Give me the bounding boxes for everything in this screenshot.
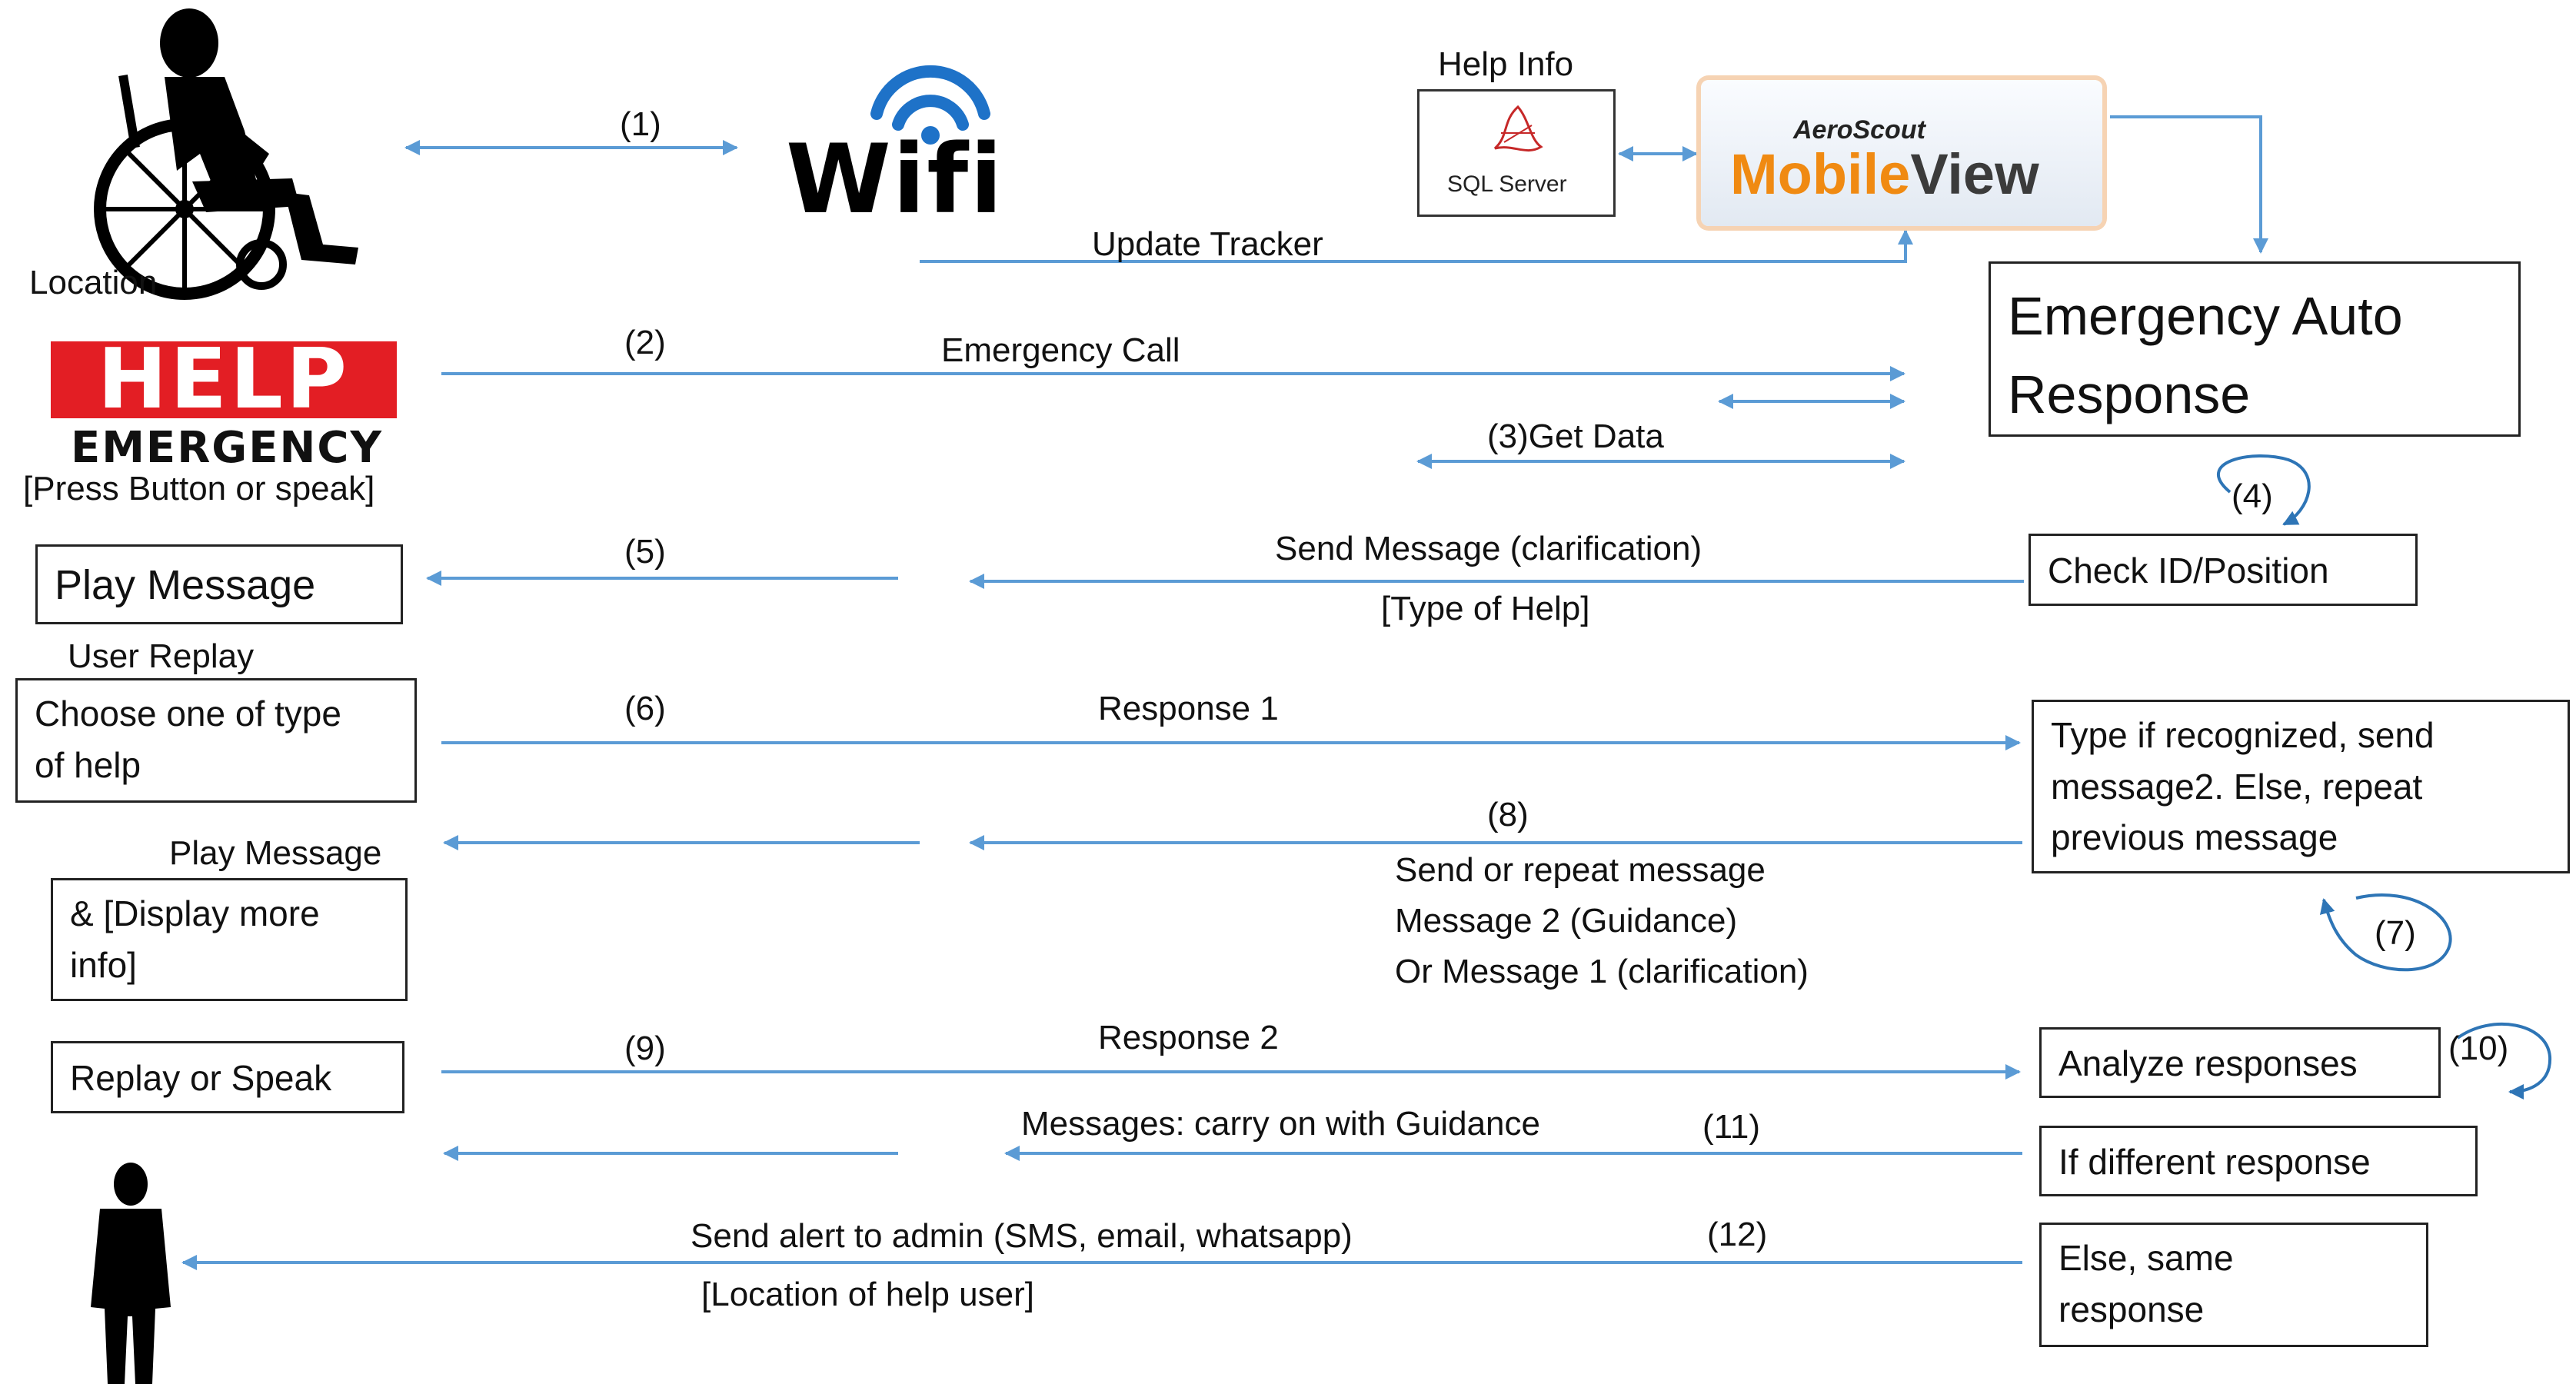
type-line1: Type if recognized, send bbox=[2051, 715, 2435, 755]
send-repeat-line2: Message 2 (Guidance) bbox=[1395, 902, 1738, 940]
analyze-responses-box: Analyze responses bbox=[2039, 1027, 2441, 1098]
press-button-label: [Press Button or speak] bbox=[23, 470, 375, 507]
type-line3: previous message bbox=[2051, 817, 2338, 858]
emergency-auto-response-box: Emergency Auto Response bbox=[1989, 261, 2521, 437]
send-message-label: Send Message (clarification) bbox=[1275, 530, 1702, 567]
step-12-label: (12) bbox=[1707, 1216, 1768, 1253]
mobileview-text: MobileView bbox=[1730, 141, 2039, 207]
display-line1: & [Display more bbox=[70, 893, 320, 933]
aeroscout-text: AeroScout bbox=[1793, 115, 1925, 145]
step-4-label: (4) bbox=[2232, 477, 2273, 515]
send-alert-label: Send alert to admin (SMS, email, whatsap… bbox=[691, 1217, 1353, 1255]
replay-or-speak-box: Replay or Speak bbox=[51, 1041, 404, 1113]
step-5-label: (5) bbox=[624, 533, 666, 571]
location-label: Location bbox=[29, 264, 158, 301]
response-2-label: Response 2 bbox=[1098, 1019, 1279, 1056]
get-data-label: (3)Get Data bbox=[1487, 418, 1664, 455]
step-10-label: (10) bbox=[2448, 1030, 2509, 1067]
response-1-label: Response 1 bbox=[1098, 690, 1279, 727]
emergency-call-label: Emergency Call bbox=[941, 331, 1180, 369]
check-id-text: Check ID/Position bbox=[2048, 551, 2329, 591]
view-text: View bbox=[1910, 142, 2039, 206]
admin-person-icon bbox=[91, 1163, 171, 1384]
else-line1: Else, same bbox=[2058, 1238, 2234, 1278]
play-message-text: Play Message bbox=[55, 562, 316, 608]
choose-line1: Choose one of type bbox=[35, 694, 341, 734]
emergency-auto-line1: Emergency Auto bbox=[2008, 286, 2403, 346]
else-line2: response bbox=[2058, 1289, 2205, 1329]
help-button-logo: HELP bbox=[51, 338, 397, 421]
replay-or-speak-text: Replay or Speak bbox=[70, 1058, 332, 1098]
emergency-auto-line2: Response bbox=[2008, 364, 2251, 424]
arrow-mobileview-emergency bbox=[2110, 115, 2268, 254]
display-line2: info] bbox=[70, 944, 137, 985]
different-response-box: If different response bbox=[2039, 1126, 2478, 1196]
aeroscout-mobileview-logo: AeroScout MobileView bbox=[1701, 80, 2102, 226]
sql-server-icon bbox=[1493, 105, 1543, 152]
sql-server-logo: SQL Server bbox=[1417, 89, 1616, 217]
step-9-label: (9) bbox=[624, 1030, 666, 1067]
step-7-label: (7) bbox=[2375, 914, 2416, 952]
type-of-help-label: [Type of Help] bbox=[1381, 590, 1590, 627]
help-info-label: Help Info bbox=[1438, 45, 1574, 83]
play-message-label: Play Message bbox=[169, 834, 382, 872]
send-repeat-line1: Send or repeat message bbox=[1395, 851, 1766, 889]
step-6-label: (6) bbox=[624, 690, 666, 727]
else-same-response-box: Else, same response bbox=[2039, 1223, 2428, 1347]
choose-line2: of help bbox=[35, 744, 141, 785]
location-help-user-label: [Location of help user] bbox=[701, 1276, 1034, 1313]
play-message-box: Play Message bbox=[35, 544, 403, 624]
check-id-position-box: Check ID/Position bbox=[2029, 534, 2418, 606]
update-tracker-label: Update Tracker bbox=[1092, 225, 1323, 263]
send-repeat-line3: Or Message 1 (clarification) bbox=[1395, 953, 1809, 990]
wifi-logo-text: Wifi bbox=[786, 125, 1004, 235]
loop-arrow-10 bbox=[2456, 1023, 2552, 1100]
type-line2: message2. Else, repeat bbox=[2051, 766, 2423, 807]
emergency-word: EMERGENCY bbox=[70, 423, 384, 473]
wheelchair-user-icon bbox=[94, 8, 358, 300]
display-more-info-box: & [Display more info] bbox=[51, 878, 408, 1001]
loop-arrow-4 bbox=[2216, 454, 2311, 526]
wifi-icon bbox=[870, 65, 990, 145]
different-response-text: If different response bbox=[2058, 1142, 2371, 1182]
arrow-update-tracker bbox=[920, 229, 1913, 263]
analyze-text: Analyze responses bbox=[2058, 1043, 2358, 1083]
sql-server-text: SQL Server bbox=[1447, 171, 1567, 197]
step-8-label: (8) bbox=[1487, 796, 1529, 833]
loop-arrow-7 bbox=[2319, 893, 2452, 972]
messages-carry-label: Messages: carry on with Guidance bbox=[1021, 1105, 1540, 1143]
mobile-text: Mobile bbox=[1730, 142, 1911, 206]
user-replay-label: User Replay bbox=[68, 637, 255, 675]
type-recognized-box: Type if recognized, send message2. Else,… bbox=[2032, 700, 2570, 873]
step-1-label: (1) bbox=[620, 105, 661, 143]
choose-type-box: Choose one of type of help bbox=[15, 678, 417, 803]
step-2-label: (2) bbox=[624, 324, 666, 361]
step-11-label: (11) bbox=[1702, 1108, 1760, 1146]
